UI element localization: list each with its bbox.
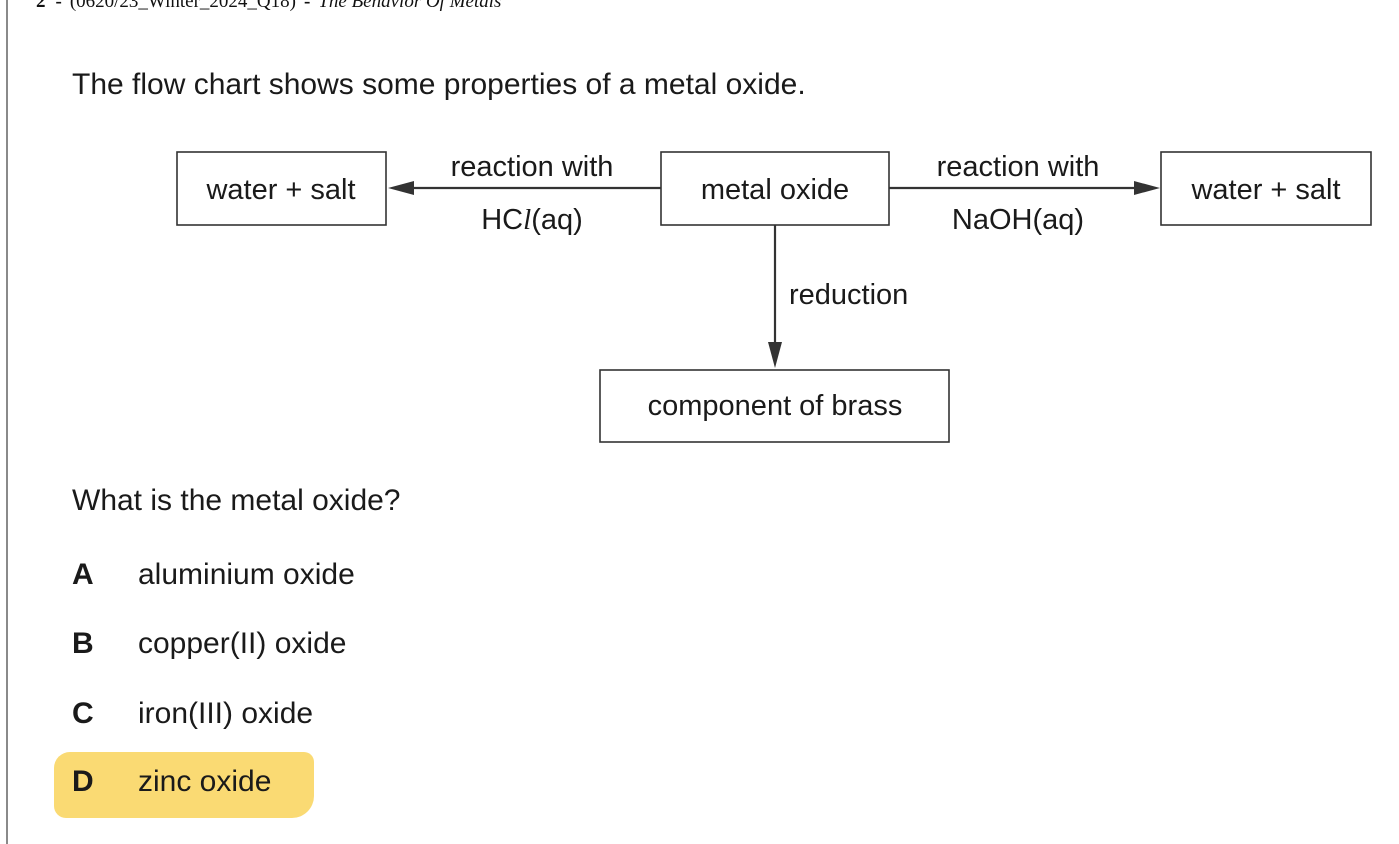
answer-highlight xyxy=(54,752,314,818)
right-box-label: water + salt xyxy=(1190,174,1340,206)
left-arrowhead xyxy=(388,181,414,195)
intro-text: The flow chart shows some properties of … xyxy=(72,68,806,101)
right-arrowhead xyxy=(1134,181,1160,195)
option-b[interactable]: B copper(II) oxide xyxy=(72,627,346,661)
header-separator: - xyxy=(303,0,311,12)
header-separator: - xyxy=(55,0,62,12)
right-box xyxy=(1160,151,1372,226)
option-letter: D xyxy=(72,765,94,798)
left-box xyxy=(176,151,387,226)
option-letter: C xyxy=(72,697,94,730)
left-arrow-label-top: reaction with xyxy=(451,151,614,183)
left-arrow-label-bottom: HCl(aq) xyxy=(481,204,583,236)
bottom-box xyxy=(599,369,950,443)
option-d[interactable]: D zinc oxide xyxy=(72,765,271,799)
left-box-label: water + salt xyxy=(205,174,355,206)
right-arrow-label-bottom: NaOH(aq) xyxy=(952,204,1084,236)
option-text: iron(III) oxide xyxy=(138,697,314,730)
question-number: 2 xyxy=(36,0,46,12)
question-header: 2-(0620/23_Winter_2024_Q18)-The Behavior… xyxy=(36,0,501,13)
option-text: zinc oxide xyxy=(138,765,272,798)
option-a[interactable]: A aluminium oxide xyxy=(72,558,355,592)
question-topic: The Behavior Of Metals xyxy=(318,0,502,12)
bottom-box-label: component of brass xyxy=(648,390,903,422)
option-letter: A xyxy=(72,558,94,591)
option-text: copper(II) oxide xyxy=(138,627,347,660)
center-box-label: metal oxide xyxy=(701,174,849,206)
right-arrow-label-top: reaction with xyxy=(937,151,1100,183)
page-left-border xyxy=(6,0,8,844)
down-arrowhead xyxy=(768,342,782,368)
option-c[interactable]: C iron(III) oxide xyxy=(72,697,313,731)
question-reference: (0620/23_Winter_2024_Q18) xyxy=(69,0,296,12)
question-text: What is the metal oxide? xyxy=(72,484,401,517)
option-letter: B xyxy=(72,627,94,660)
option-text: aluminium oxide xyxy=(138,558,355,591)
down-arrow-label: reduction xyxy=(789,279,908,311)
